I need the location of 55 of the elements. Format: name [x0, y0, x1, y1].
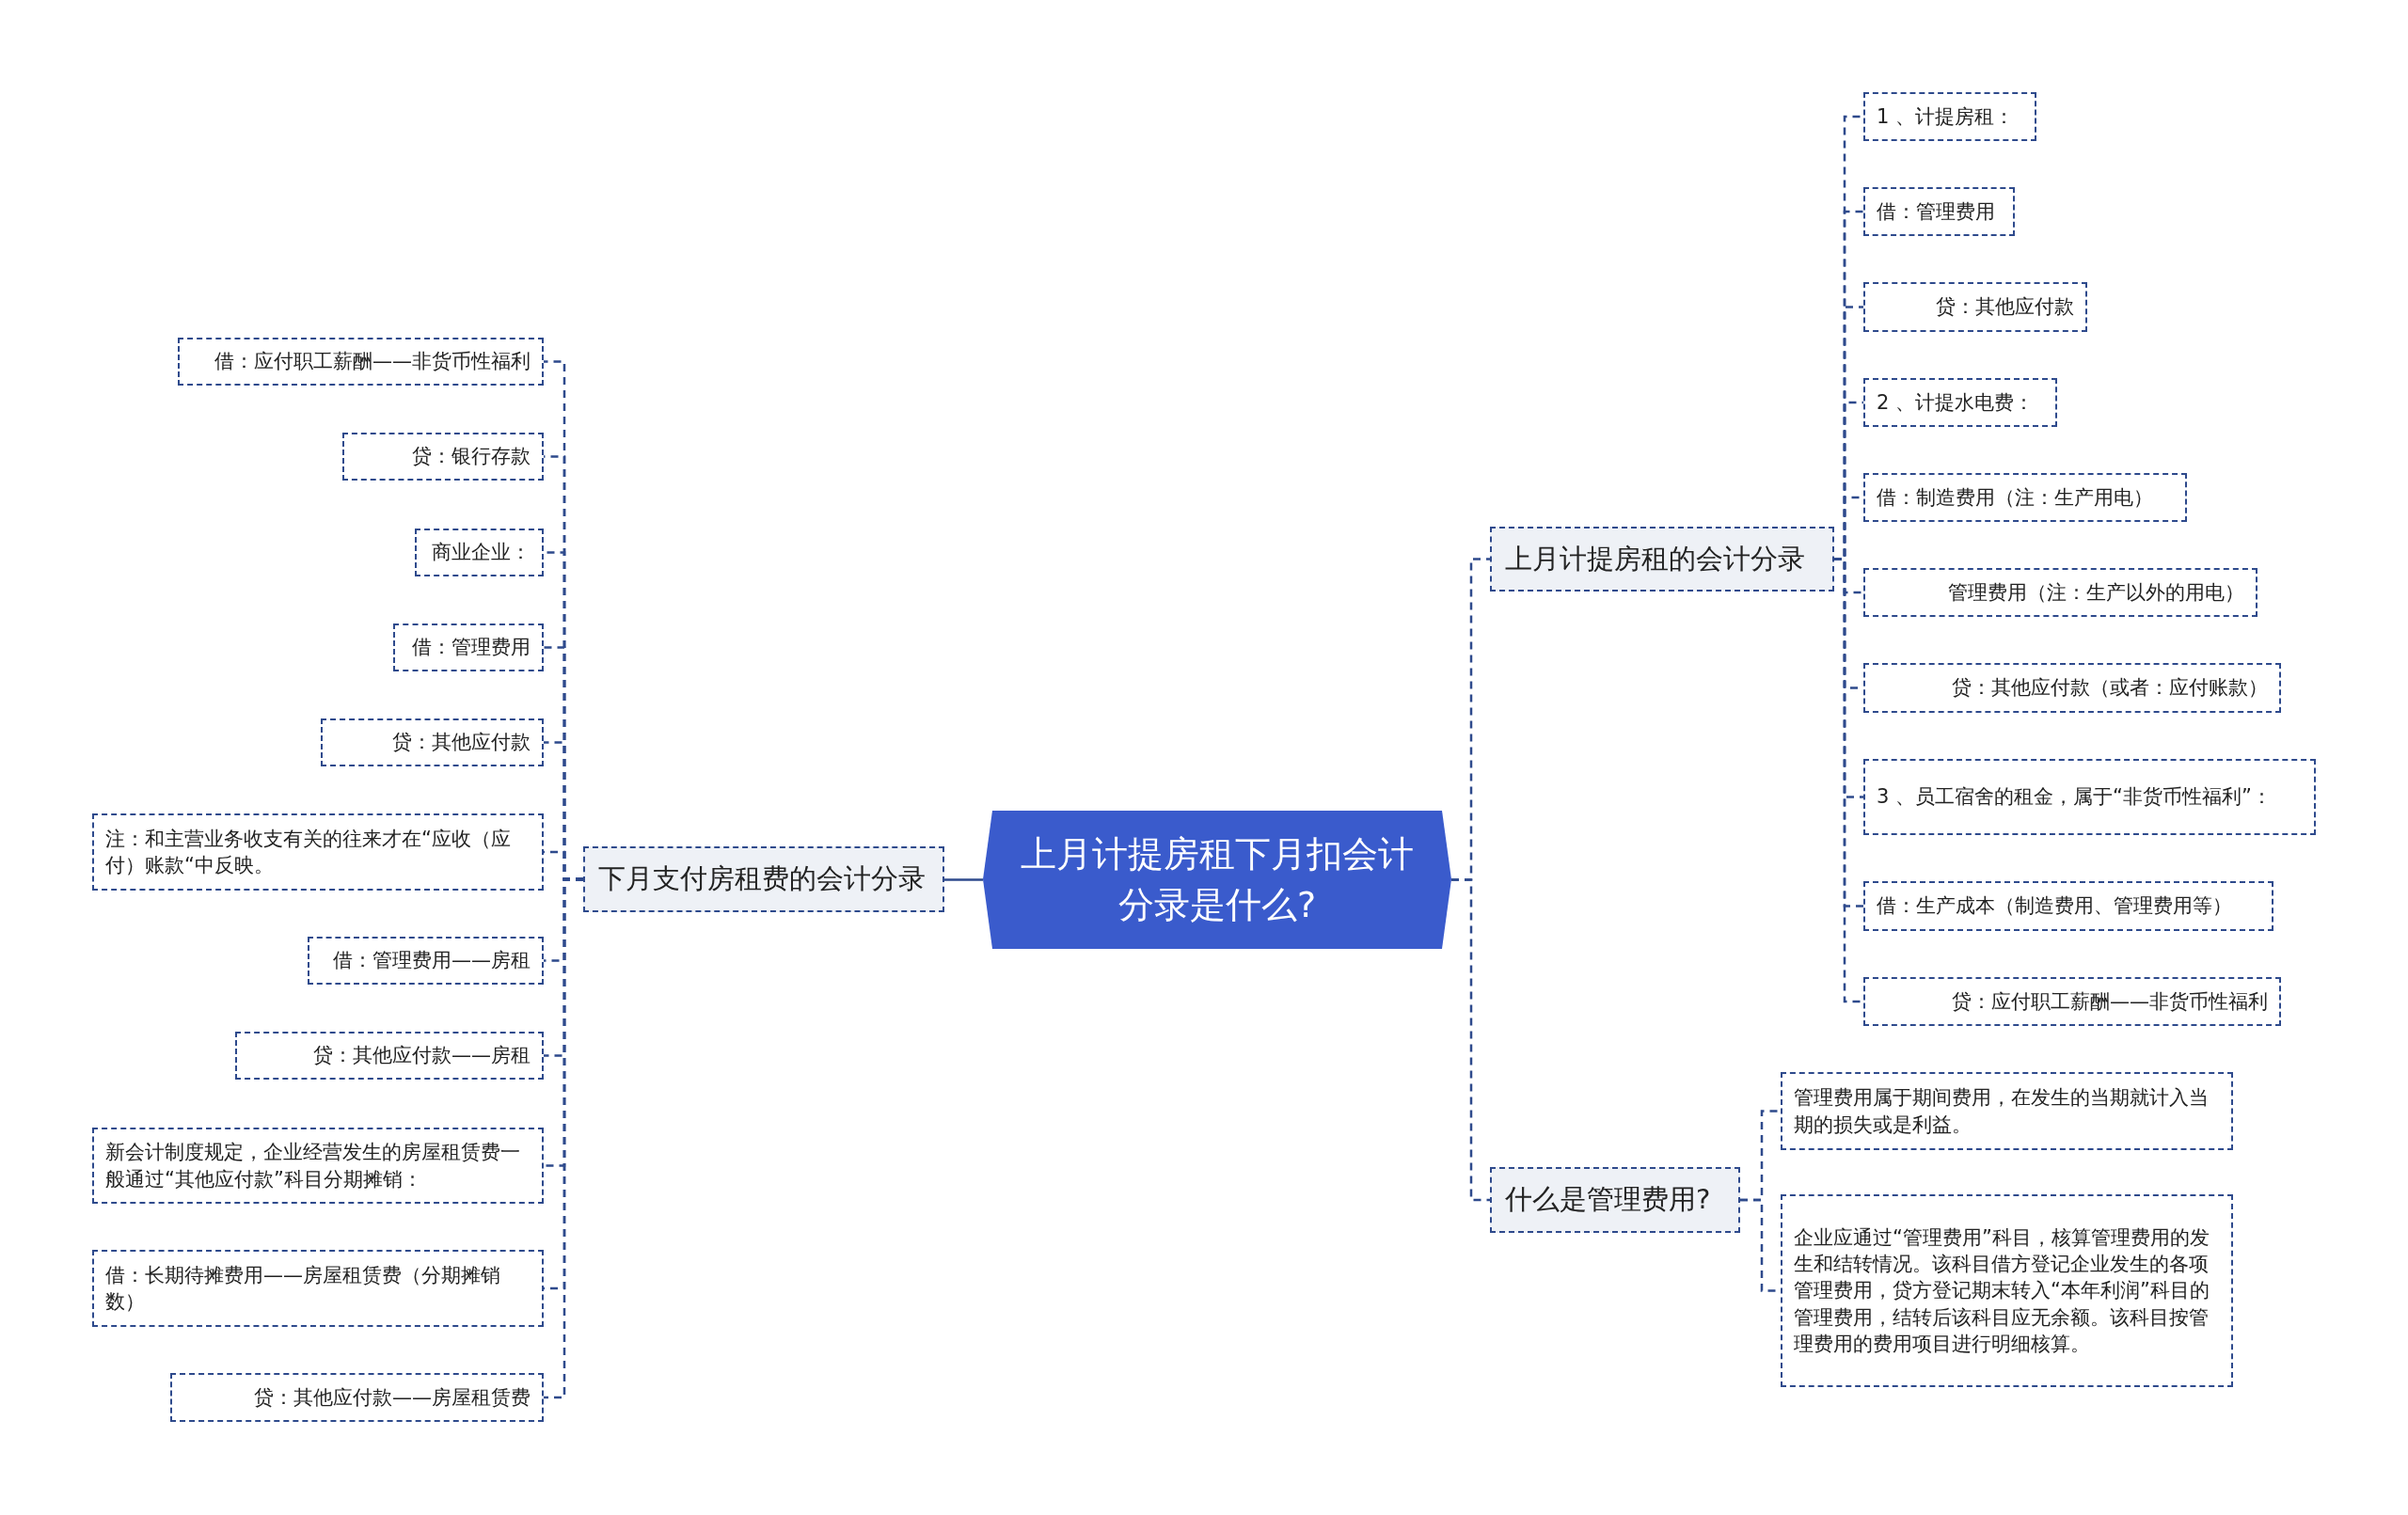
branch-topic-box — [1490, 527, 1834, 592]
note-box — [415, 529, 544, 576]
note-text: 贷：其他应付款 — [391, 730, 531, 756]
note-box — [1781, 1072, 2233, 1150]
note-text: 1 、计提房租： — [1877, 103, 2016, 130]
note-box — [1863, 282, 2087, 332]
connector-line — [1451, 878, 1490, 1202]
note-text: 贷：银行存款 — [411, 444, 531, 470]
branch-topic-text: 上月计提房租的会计分录 — [1505, 541, 1806, 576]
note-text: 贷：其他应付款——房屋租赁费 — [253, 1384, 531, 1411]
note-text: 贷：其他应付款（或者：应付账款） — [1951, 675, 2268, 702]
note-box — [342, 433, 544, 481]
branch-topic-box — [583, 846, 944, 912]
note-box — [321, 718, 544, 766]
note-text: 借：管理费用 — [1877, 198, 1996, 225]
note-text: 管理费用（注：生产以外的用电） — [1947, 579, 2244, 606]
note-text: 注：和主营业务收支有关的往来才在“应收（应付）账款“中反映。 — [105, 826, 512, 878]
branch-topic-box — [1490, 1167, 1740, 1233]
note-box — [235, 1032, 544, 1080]
note-text: 新会计制度规定，企业经营发生的房屋租赁费一般通过“其他应付款”科目分期摊销： — [105, 1140, 521, 1192]
central-topic-text: 上月计提房租下月扣会计分录是什么? — [1021, 832, 1414, 927]
note-box — [170, 1373, 544, 1422]
note-box — [178, 338, 544, 386]
branch-topic-text: 下月支付房租费的会计分录 — [598, 861, 927, 896]
note-text: 贷：其他应付款 — [1935, 294, 2074, 321]
note-box — [1863, 187, 2015, 236]
note-box — [393, 623, 544, 671]
note-box — [1863, 568, 2258, 617]
note-box — [1863, 378, 2057, 427]
note-box — [1863, 663, 2281, 713]
note-box — [92, 1250, 544, 1327]
note-box — [308, 937, 544, 985]
note-box — [1863, 92, 2036, 141]
note-box — [1863, 759, 2316, 835]
note-text: 商业企业： — [431, 540, 531, 566]
note-text: 借：管理费用 — [411, 635, 531, 661]
note-text: 2 、计提水电费： — [1877, 389, 2036, 416]
note-text: 借：生产成本（制造费用、管理费用等） — [1877, 893, 2233, 920]
branch-topic-text: 什么是管理费用? — [1505, 1182, 1712, 1217]
note-text: 借：制造费用（注：生产用电） — [1877, 484, 2154, 511]
note-text: 借：管理费用——房租 — [332, 948, 531, 974]
note-box — [1863, 977, 2281, 1026]
note-box — [1781, 1194, 2233, 1387]
note-box — [1863, 881, 2273, 931]
note-text: 企业应通过“管理费用”科目，核算管理费用的发生和结转情况。该科目借方登记企业发生的各项管理费用，贷方登记期末转入“本年利润”科目的管理费用，结转后该科目应无余额。该科目按管理费用的费用项目进行明细核算。 — [1794, 1224, 2210, 1357]
note-text: 贷：应付职工薪酬——非货币性福利 — [1951, 988, 2268, 1015]
note-text: 借：长期待摊费用——房屋租赁费（分期摊销数） — [105, 1262, 501, 1315]
connector-line — [944, 878, 983, 881]
note-box — [92, 1128, 544, 1204]
note-text: 3 、员工宿舍的租金，属于“非货币性福利”： — [1877, 784, 2273, 811]
note-box — [1863, 473, 2187, 522]
note-text: 管理费用属于期间费用，在发生的当期就计入当期的损失或是利益。 — [1794, 1085, 2210, 1138]
note-text: 借：应付职工薪酬——非货币性福利 — [214, 349, 531, 375]
note-text: 贷：其他应付款——房租 — [312, 1043, 531, 1069]
note-box — [92, 813, 544, 891]
